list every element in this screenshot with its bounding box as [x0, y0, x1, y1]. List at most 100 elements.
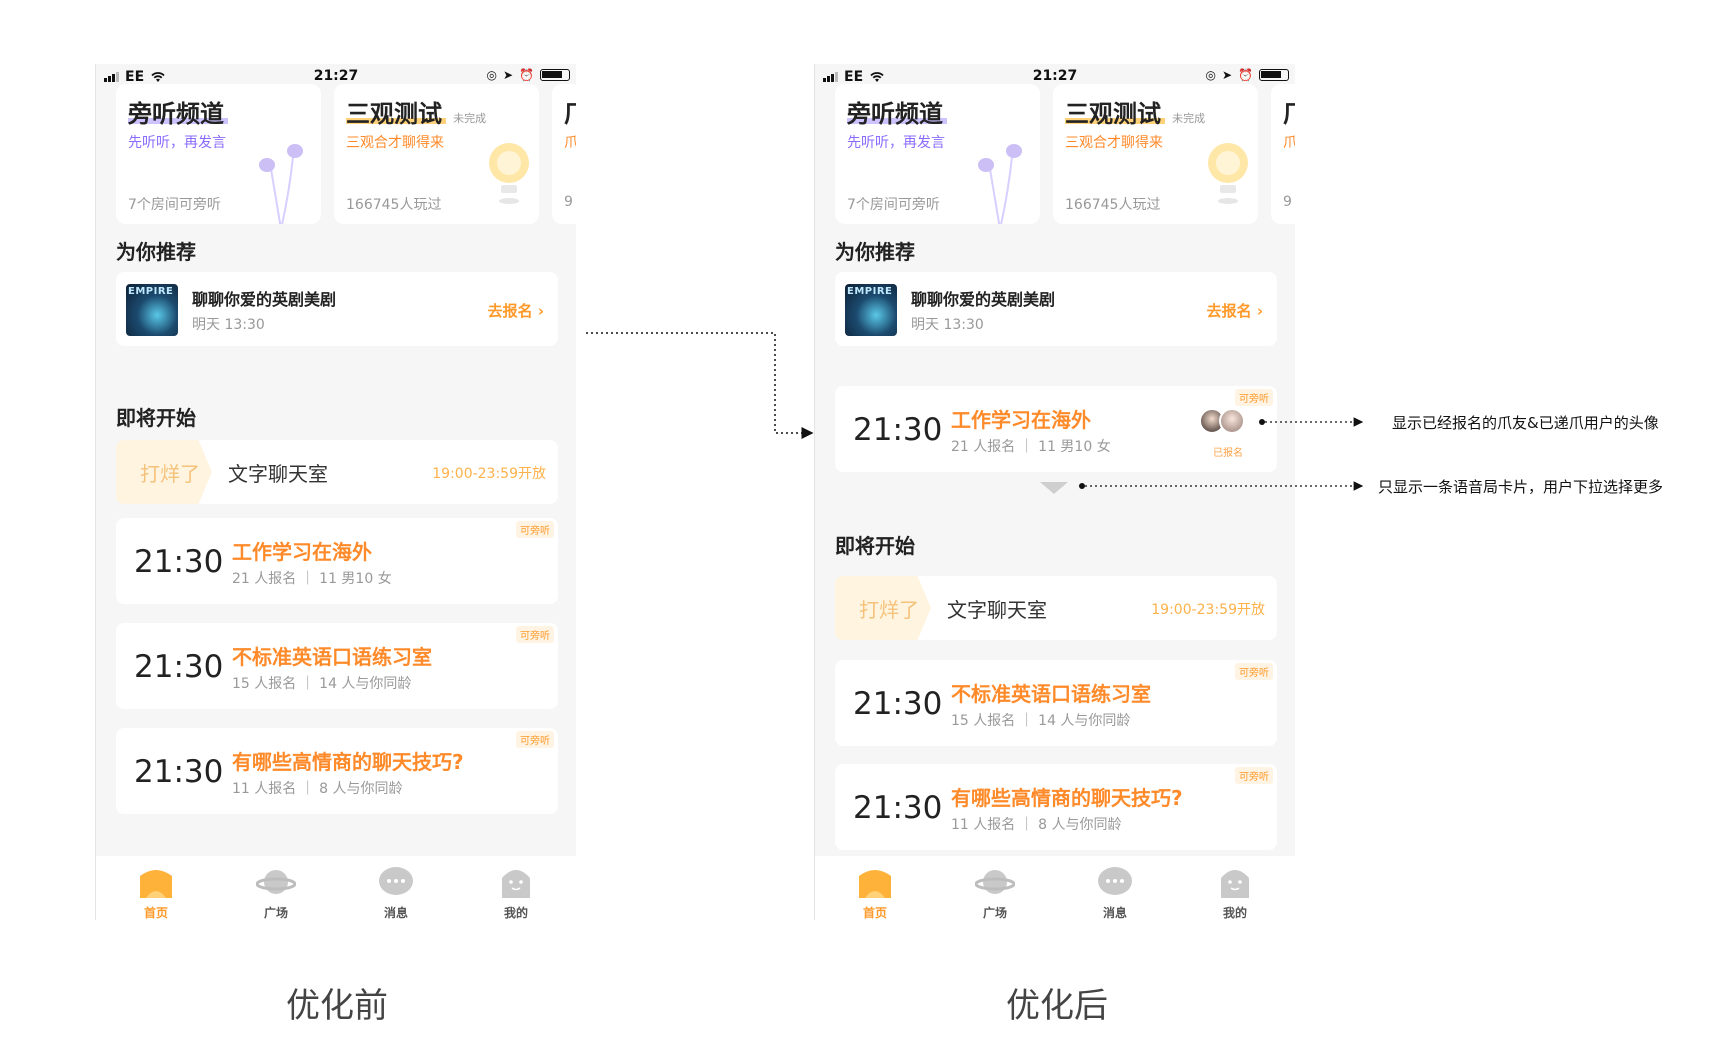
feature-card-values-test[interactable]: 三观测试 未完成 三观合才聊得来 166745人玩过 [334, 84, 539, 224]
feature-card-listen[interactable]: 旁听频道 先听听，再发言 7个房间可旁听 [116, 84, 321, 224]
recommend-time: 明天 13:30 [192, 317, 265, 333]
room-title: 不标准英语口语练习室 [951, 682, 1151, 706]
section-title-upcoming: 即将开始 [116, 406, 196, 430]
lock-rotation-icon: ◎ [1205, 68, 1216, 82]
annotation-single-card: 只显示一条语音局卡片，用户下拉选择更多 [1378, 478, 1664, 496]
recommend-card[interactable]: EMPIRE 聊聊你爱的英剧美剧 明天 13:30 去报名 › [116, 272, 558, 346]
chat-bubble-icon [1098, 867, 1132, 895]
feature-card-partial[interactable]: 厂 爪 9 [1271, 84, 1295, 224]
alarm-icon: ⏰ [519, 68, 534, 82]
caption-after: 优化后 [1006, 986, 1108, 1026]
recommend-card[interactable]: EMPIRE 聊聊你爱的英剧美剧 明天 13:30 去报名 › [835, 272, 1277, 346]
tab-messages[interactable]: 消息 [1075, 858, 1155, 920]
closed-tag: 打烊了 [859, 598, 919, 622]
voice-room-card[interactable]: 21:30 不标准英语口语练习室 15 人报名 ｜ 14 人与你同龄 可旁听 [835, 660, 1277, 746]
status-bar: EE 21:27 ◎ ➤ ⏰ [96, 64, 576, 88]
location-icon: ➤ [1221, 68, 1233, 82]
room-meta: 15 人报名 ｜ 14 人与你同龄 [232, 676, 412, 692]
room-time: 21:30 [134, 544, 224, 580]
clock: 21:27 [313, 68, 359, 84]
battery-icon [1259, 69, 1289, 81]
room-title: 不标准英语口语练习室 [232, 645, 432, 669]
room-meta: 21 人报名 ｜ 11 男10 女 [951, 439, 1111, 455]
status-badge: 未完成 [1172, 112, 1206, 125]
lightbulb-icon [489, 143, 529, 204]
tab-messages[interactable]: 消息 [356, 858, 436, 920]
signup-link[interactable]: 去报名 › [487, 302, 544, 320]
listen-badge: 可旁听 [516, 521, 554, 538]
pull-down-handle[interactable] [1040, 482, 1068, 494]
feature-card-partial[interactable]: 厂 爪 9 [552, 84, 576, 224]
voice-room-card[interactable]: 21:30 工作学习在海外 21 人报名 ｜ 11 男10 女 可旁听 [116, 518, 558, 604]
earphone-icon [259, 144, 303, 224]
carrier-label: EE [125, 69, 145, 85]
feature-card-values-test[interactable]: 三观测试 未完成 三观合才聊得来 166745人玩过 [1053, 84, 1258, 224]
phone-before: EE 21:27 ◎ ➤ ⏰ 旁听频道 先听听，再发言 7个房间可旁听 三观测试… [95, 64, 576, 920]
feature-card-listen[interactable]: 旁听频道 先听听，再发言 7个房间可旁听 [835, 84, 1040, 224]
room-time: 21:30 [134, 754, 224, 790]
feature-subtitle: 先听听，再发言 [128, 135, 226, 151]
text-chat-room-card[interactable]: 打烊了 文字聊天室 19:00-23:59开放 [835, 576, 1277, 640]
tab-home[interactable]: 首页 [835, 858, 915, 920]
voice-room-card[interactable]: 21:30 有哪些高情商的聊天技巧? 11 人报名 ｜ 8 人与你同龄 可旁听 [835, 764, 1277, 850]
feature-title: 旁听频道 [128, 100, 224, 128]
room-meta: 11 人报名 ｜ 8 人与你同龄 [951, 817, 1122, 833]
feature-footer: 7个房间可旁听 [128, 197, 221, 213]
room-name: 文字聊天室 [947, 598, 1047, 622]
closed-tag: 打烊了 [140, 462, 200, 486]
section-title-recommend: 为你推荐 [835, 240, 915, 264]
room-meta: 11 人报名 ｜ 8 人与你同龄 [232, 781, 403, 797]
caption-before: 优化前 [286, 986, 388, 1026]
clock: 21:27 [1032, 68, 1078, 84]
voice-room-card[interactable]: 21:30 不标准英语口语练习室 15 人报名 ｜ 14 人与你同龄 可旁听 [116, 623, 558, 709]
earphone-icon [978, 144, 1022, 224]
chat-bubble-icon [379, 867, 413, 895]
before-after-arrow [586, 332, 814, 439]
phone-after: EE 21:27 ◎ ➤ ⏰ 旁听频道 先听听，再发言 7个房间可旁听 三观测试… [814, 64, 1295, 920]
recommend-title: 聊聊你爱的英剧美剧 [911, 290, 1056, 309]
feature-subtitle: 三观合才聊得来 [346, 135, 444, 151]
room-meta: 21 人报名 ｜ 11 男10 女 [232, 571, 392, 587]
room-title: 工作学习在海外 [232, 540, 372, 564]
status-bar: EE 21:27 ◎ ➤ ⏰ [815, 64, 1295, 88]
open-hours: 19:00-23:59开放 [1151, 602, 1265, 618]
room-time: 21:30 [853, 412, 943, 448]
room-title: 有哪些高情商的聊天技巧? [951, 786, 1183, 810]
status-badge: 未完成 [453, 112, 487, 125]
tab-bar: 首页 广场 消息 我的 [815, 856, 1295, 920]
voice-room-card[interactable]: 21:30 有哪些高情商的聊天技巧? 11 人报名 ｜ 8 人与你同龄 可旁听 [116, 728, 558, 814]
show-thumbnail: EMPIRE [126, 284, 178, 336]
voice-room-card-highlight[interactable]: 21:30 工作学习在海外 21 人报名 ｜ 11 男10 女 可旁听 已报名 [835, 386, 1277, 472]
lock-rotation-icon: ◎ [486, 68, 497, 82]
home-icon [140, 870, 172, 898]
wifi-icon [870, 72, 884, 82]
room-title: 有哪些高情商的聊天技巧? [232, 750, 464, 774]
feature-subtitle: 三观合才聊得来 [1065, 135, 1163, 151]
tab-home[interactable]: 首页 [116, 858, 196, 920]
room-time: 21:30 [853, 686, 943, 722]
location-icon: ➤ [502, 68, 514, 82]
profile-icon [502, 870, 530, 898]
profile-icon [1221, 870, 1249, 898]
tab-square[interactable]: 广场 [955, 858, 1035, 920]
feature-title: 三观测试 [1065, 100, 1161, 128]
feature-footer: 166745人玩过 [346, 197, 442, 213]
text-chat-room-card[interactable]: 打烊了 文字聊天室 19:00-23:59开放 [116, 440, 558, 504]
tab-bar: 首页 广场 消息 我的 [96, 856, 576, 920]
feature-title: 旁听频道 [847, 100, 943, 128]
tab-square[interactable]: 广场 [236, 858, 316, 920]
tab-profile[interactable]: 我的 [1195, 858, 1275, 920]
feature-footer: 7个房间可旁听 [847, 197, 940, 213]
section-title-recommend: 为你推荐 [116, 240, 196, 264]
room-title: 工作学习在海外 [951, 408, 1091, 432]
signed-up-label: 已报名 [1213, 448, 1243, 459]
tab-profile[interactable]: 我的 [476, 858, 556, 920]
signal-icon [823, 72, 838, 82]
room-meta: 15 人报名 ｜ 14 人与你同龄 [951, 713, 1131, 729]
annotation-avatars: 显示已经报名的爪友&已递爪用户的头像 [1392, 414, 1659, 432]
feature-title: 三观测试 [346, 100, 442, 128]
listen-badge: 可旁听 [1235, 389, 1273, 406]
signup-link[interactable]: 去报名 › [1206, 302, 1263, 320]
signed-up-avatars [1199, 408, 1245, 434]
carrier-label: EE [844, 69, 864, 85]
